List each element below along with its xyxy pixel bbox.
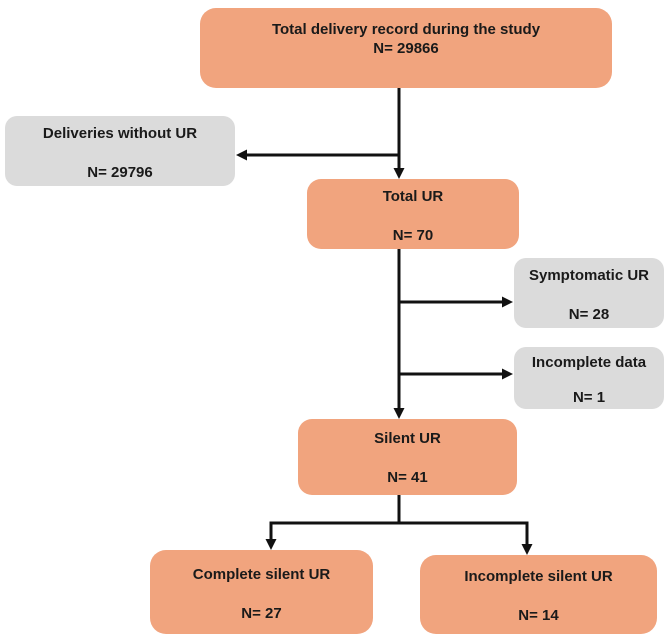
node-total-ur: Total UR N= 70 xyxy=(307,179,519,249)
node-label: Total UR xyxy=(382,188,444,205)
node-count: N= 27 xyxy=(241,605,282,622)
node-symptomatic-ur: Symptomatic UR N= 28 xyxy=(514,258,664,328)
node-count: N= 1 xyxy=(572,389,606,406)
node-complete-silent-ur: Complete silent UR N= 27 xyxy=(150,550,373,634)
node-label: Complete silent UR xyxy=(192,566,331,583)
node-incomplete-data: Incomplete data N= 1 xyxy=(514,347,664,409)
node-deliveries-without-ur: Deliveries without UR N= 29796 xyxy=(5,116,235,186)
node-label: Symptomatic UR xyxy=(528,267,650,284)
node-count: N= 14 xyxy=(518,607,559,624)
node-label: Total delivery record during the study xyxy=(271,21,541,38)
node-count: N= 70 xyxy=(392,227,434,244)
node-label: Incomplete data xyxy=(531,354,647,371)
node-count: N= 41 xyxy=(387,469,428,486)
node-count: N= 28 xyxy=(568,306,610,323)
node-silent-ur: Silent UR N= 41 xyxy=(298,419,517,495)
node-total-delivery-record: Total delivery record during the study N… xyxy=(200,8,612,88)
node-label: Silent UR xyxy=(374,430,441,447)
node-label: Incomplete silent UR xyxy=(464,568,613,585)
node-incomplete-silent-ur: Incomplete silent UR N= 14 xyxy=(420,555,657,634)
node-count: N= 29796 xyxy=(87,164,153,181)
node-count: N= 29866 xyxy=(373,40,439,57)
node-label: Deliveries without UR xyxy=(42,125,198,142)
